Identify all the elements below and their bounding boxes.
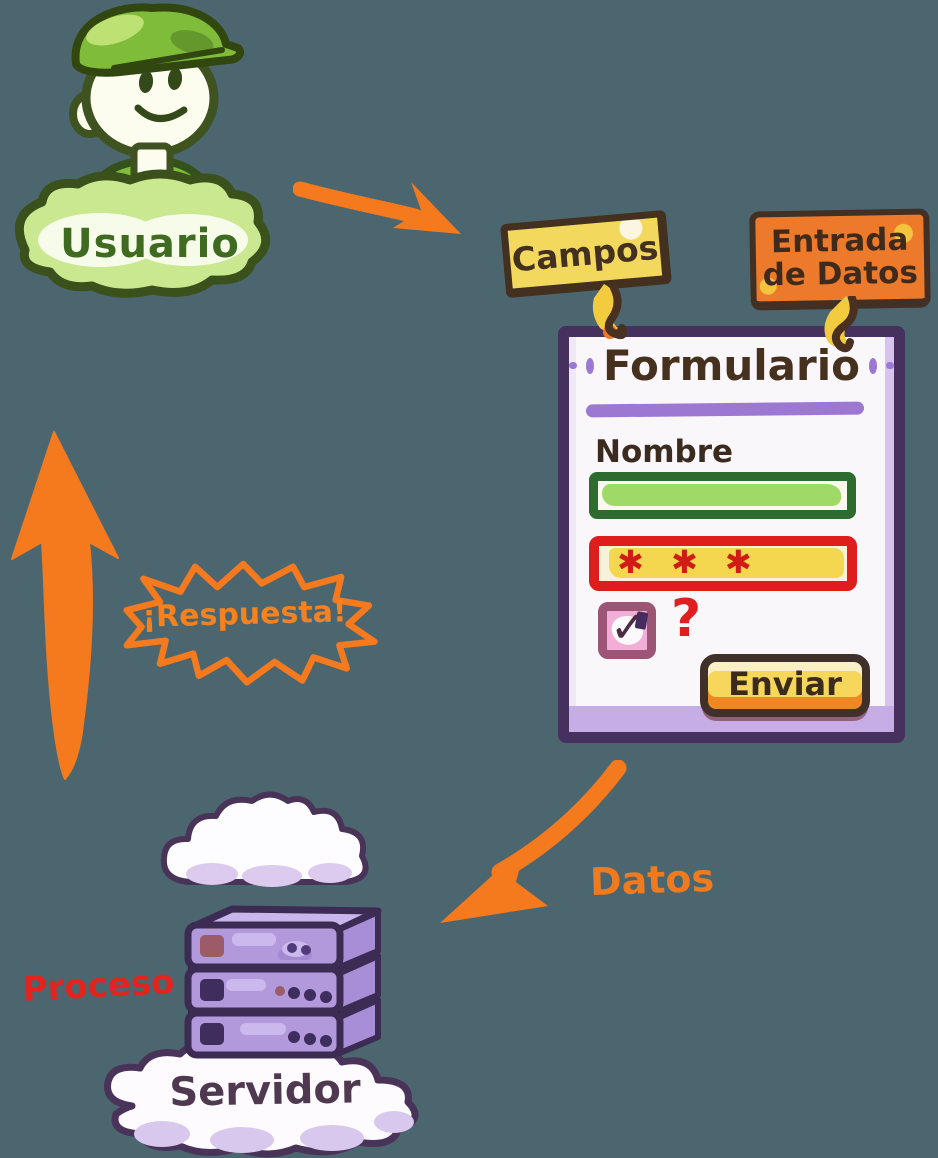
cloud-inner-white — [128, 214, 248, 266]
server-bottom-cloud-icon — [104, 1038, 419, 1158]
entrada-tag-line1: Entrada — [770, 221, 909, 260]
led-dot — [301, 945, 311, 955]
response-burst-icon — [123, 560, 378, 686]
campos-tag: Campos — [500, 209, 672, 299]
cap-shade — [170, 30, 214, 54]
user-eye-left — [138, 71, 154, 93]
cloud-shape — [160, 791, 369, 885]
datos-label: Datos — [589, 855, 715, 905]
help-question-mark: ? — [671, 589, 702, 649]
proceso-label: Proceso — [21, 962, 176, 1010]
form-panel: Formulario Nombre ✱ ✱ ✱ ✓ ? Enviar — [558, 326, 905, 743]
hook-drop — [824, 296, 852, 348]
cloud-shade — [300, 1125, 364, 1151]
cloud-shade — [308, 863, 352, 883]
server-button-2 — [200, 979, 224, 1001]
cloud-shade — [242, 865, 302, 887]
arrow-shaft — [293, 181, 423, 224]
led-dot — [320, 991, 332, 1003]
title-underline — [585, 401, 865, 418]
cloud-text-area — [172, 1068, 362, 1128]
server-top-cloud-icon — [160, 791, 369, 887]
user-figure-icon — [14, 3, 271, 298]
name-input[interactable] — [589, 472, 856, 519]
form-title: Formulario — [603, 341, 860, 390]
led-dot — [320, 1035, 332, 1047]
arrow-head — [440, 845, 548, 923]
cloud-shade — [210, 1127, 274, 1153]
led-dot — [304, 1033, 316, 1045]
led-dot — [304, 989, 316, 1001]
server-texture — [226, 979, 266, 991]
response-label: ¡Respuesta! — [141, 594, 348, 635]
user-smile — [134, 104, 188, 122]
form-title-row: Formulario — [569, 341, 895, 390]
password-input-fill: ✱ ✱ ✱ — [609, 543, 844, 581]
server-button-1 — [200, 935, 224, 957]
campos-tag-label: Campos — [510, 227, 660, 279]
checkbox-check-icon: ✓ — [610, 602, 647, 653]
cloud-shade — [186, 863, 238, 885]
starburst-outline — [123, 560, 378, 686]
cloud-shade — [374, 1111, 414, 1133]
server-stack-icon — [184, 905, 382, 1059]
hook-curl — [604, 284, 628, 340]
title-dot-right — [868, 357, 878, 374]
user-eye-right — [167, 68, 183, 90]
password-mask: ✱ ✱ ✱ — [617, 542, 760, 581]
led-dot — [275, 986, 285, 996]
cap-highlight — [86, 14, 144, 46]
submit-button[interactable]: Enviar — [700, 654, 870, 717]
hook-curl — [831, 296, 858, 353]
title-dot-left — [585, 357, 595, 374]
servidor-label: Servidor — [168, 1066, 362, 1116]
led-dot — [288, 1031, 300, 1043]
user-label: Usuario — [60, 221, 240, 267]
led-dot — [287, 943, 297, 953]
password-input[interactable]: ✱ ✱ ✱ — [589, 536, 857, 591]
submit-button-label: Enviar — [728, 664, 842, 703]
name-field-label: Nombre — [595, 434, 734, 470]
server-texture — [240, 1023, 286, 1035]
server-button-3 — [200, 1023, 224, 1045]
arrow-form-to-server-icon — [440, 760, 627, 923]
up-arrow — [11, 431, 119, 780]
cloud-shade — [134, 1121, 190, 1147]
entrada-tag-line2: de Datos — [762, 254, 919, 294]
campos-hook-icon — [592, 284, 628, 340]
name-input-fill — [602, 484, 841, 506]
cap-brim-line — [111, 47, 225, 71]
arrow-user-to-form-icon — [293, 181, 461, 234]
terms-checkbox[interactable]: ✓ — [598, 602, 656, 659]
arrow-server-to-user-icon — [11, 431, 119, 780]
title-dash-left — [569, 362, 577, 369]
server-texture — [232, 933, 276, 946]
title-dash-right — [886, 362, 895, 369]
entrada-hook-icon — [824, 296, 858, 353]
led-dot — [288, 987, 300, 999]
arrow-head — [393, 182, 461, 234]
cloud-inner-white — [38, 213, 162, 267]
